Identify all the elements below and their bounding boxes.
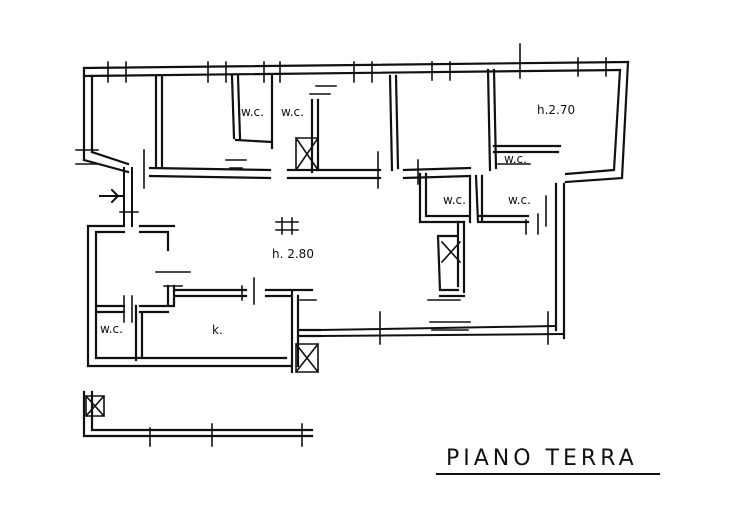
room-label-wc5: w.c.	[508, 193, 531, 207]
room-label-wc3: w.c.	[504, 152, 527, 166]
shaft-left	[84, 394, 106, 418]
windows	[75, 43, 607, 447]
entry	[99, 167, 133, 227]
room-label-height-main: h. 2.80	[272, 247, 314, 261]
plan-title: PIANO TERRA	[446, 446, 638, 471]
room-label-wc1: w.c.	[241, 105, 264, 119]
outer-wall-top	[82, 60, 630, 78]
outer-wall-right-upper	[564, 60, 630, 184]
center-mark	[275, 217, 299, 235]
outer-wall-left-top	[82, 66, 130, 174]
room-label-kitchen: k.	[212, 323, 223, 337]
shaft-upper	[294, 136, 320, 172]
corridor-upper	[148, 166, 472, 180]
outer-wall-right-lower	[554, 182, 566, 340]
shaft-lower	[294, 342, 320, 374]
stair-cross	[440, 240, 462, 264]
room-label-wc2: w.c.	[281, 105, 304, 119]
wc-right-block	[418, 172, 530, 224]
walls	[75, 43, 630, 447]
corridor-lower	[318, 324, 566, 338]
central-stair	[436, 220, 466, 298]
room-label-wc6: w.c.	[100, 322, 123, 336]
room-label-height-upper: h.2.70	[537, 103, 576, 117]
room-label-wc4: w.c.	[443, 193, 466, 207]
title-underline	[436, 473, 660, 475]
partition-upper	[154, 68, 562, 174]
door-swings	[119, 85, 547, 331]
lower-left-wing	[82, 390, 314, 438]
left-block	[86, 224, 322, 374]
